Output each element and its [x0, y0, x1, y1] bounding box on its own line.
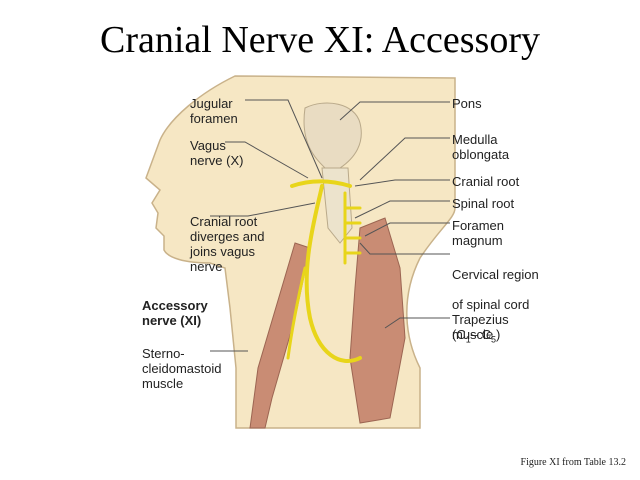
leader-lines — [210, 99, 450, 352]
anatomy-drawing — [145, 75, 456, 429]
label-cranial-root-diverges: Cranial root diverges and joins vagus ne… — [190, 214, 265, 274]
cervical-line-3: (C1– C5) — [452, 327, 539, 348]
pons-shape — [303, 102, 362, 169]
label-accessory-nerve: Accessory nerve (XI) — [142, 298, 208, 328]
cervical-line-2: of spinal cord — [452, 297, 530, 312]
label-spinal-root: Spinal root — [452, 196, 515, 211]
cervical-sub-1: 1 — [465, 334, 471, 345]
label-cervical-region: Cervical region of spinal cord (C1– C5) — [452, 252, 539, 363]
sternocleidomastoid-branch — [286, 266, 307, 360]
cervical-dash-c: – C — [470, 327, 491, 342]
label-foramen-magnum: Foramen magnum — [452, 218, 505, 248]
accessory-nerve-path — [290, 179, 362, 364]
label-trapezius: Trapezius muscle — [452, 312, 509, 342]
figure-caption: Figure XI from Table 13.2 — [520, 457, 626, 468]
cervical-sub-5: 5 — [490, 334, 496, 345]
cervical-close: ) — [495, 327, 501, 342]
label-vagus-nerve: Vagus nerve (X) — [190, 138, 244, 168]
label-sternocleidomastoid: Sterno- cleidomastoid muscle — [142, 346, 222, 391]
accessory-nerve-illustration: Jugular foramen Vagus nerve (X) Cranial … — [60, 68, 580, 478]
page-title: Cranial Nerve XI: Accessory — [99, 19, 540, 61]
label-jugular-foramen: Jugular foramen — [190, 96, 238, 126]
label-cranial-root: Cranial root — [452, 174, 520, 189]
label-medulla: Medulla oblongata — [452, 132, 510, 162]
spinal-root-path — [343, 191, 362, 265]
cervical-line-1: Cervical region — [452, 267, 539, 282]
trapezius-shape — [349, 217, 406, 424]
cervical-c-open: (C — [452, 327, 466, 342]
label-pons: Pons — [452, 96, 482, 111]
